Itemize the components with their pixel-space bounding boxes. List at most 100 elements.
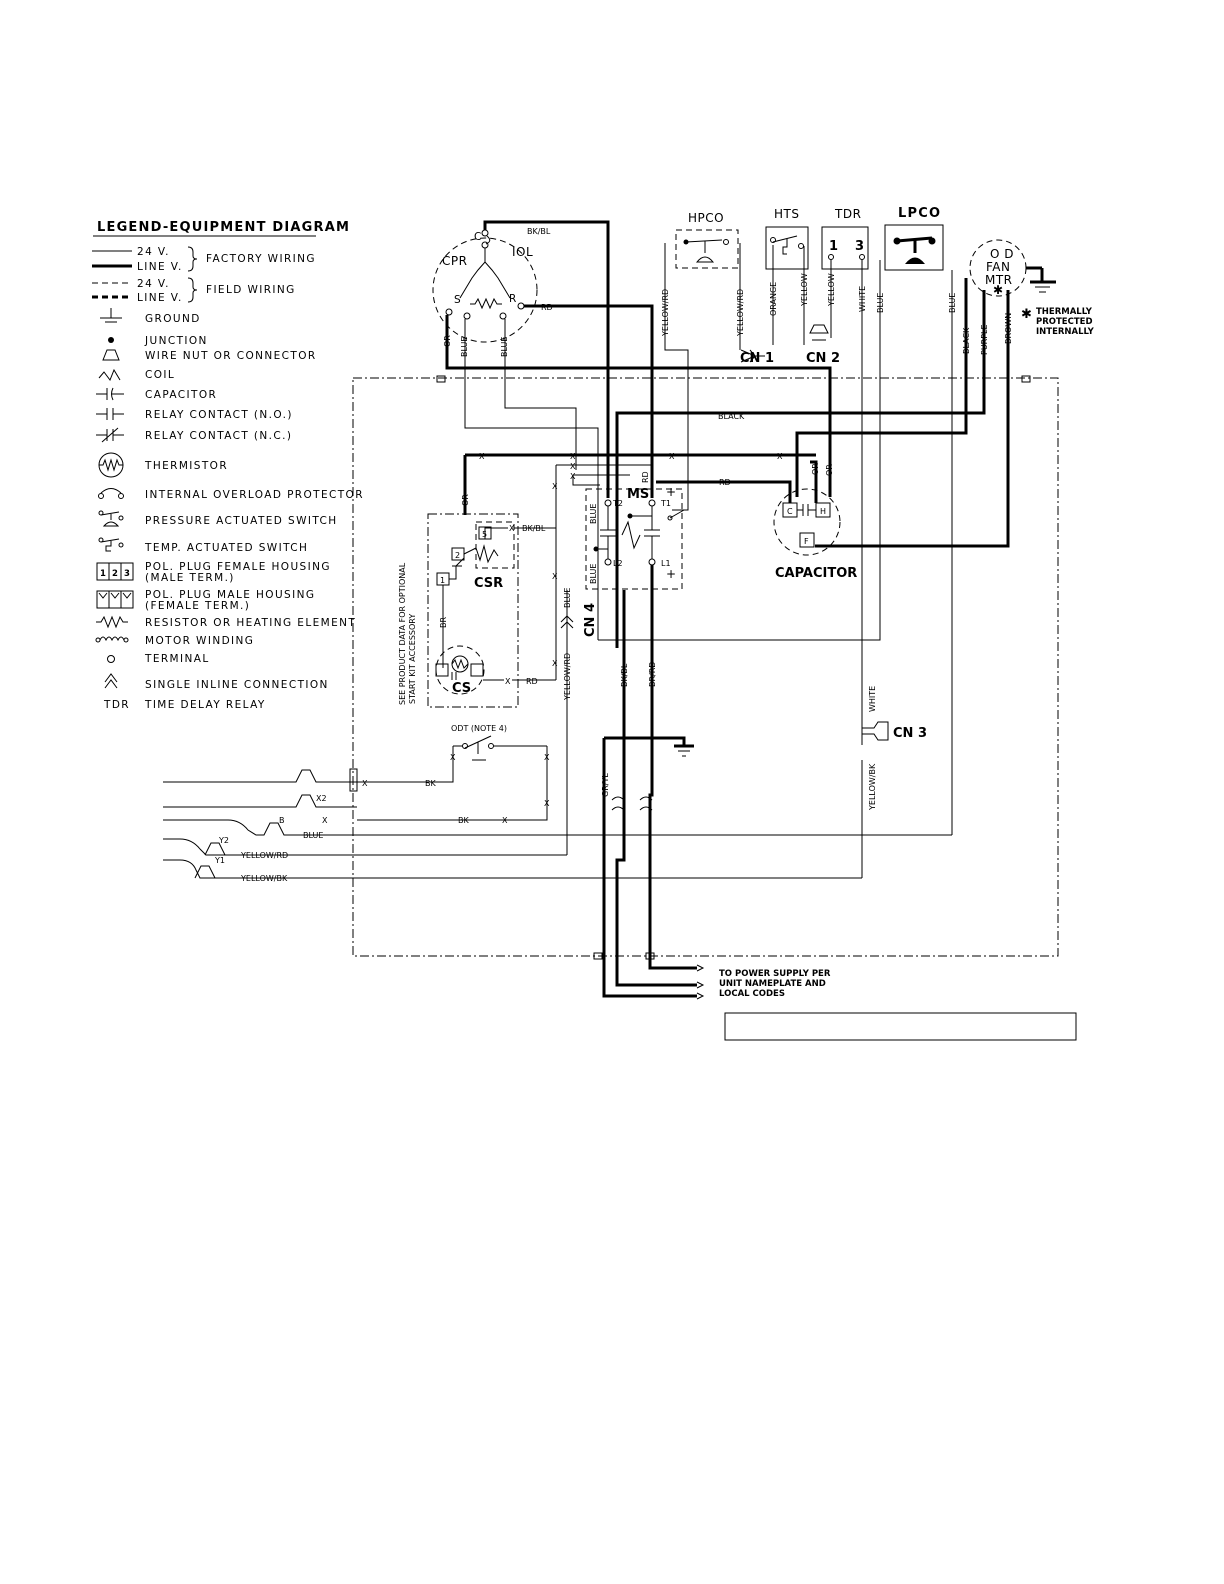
svg-text:1: 1 (100, 569, 106, 579)
panel-entry-left (436, 375, 446, 383)
hts-switch: HTS (765, 207, 809, 270)
cn4-label: CN 4 (583, 603, 598, 637)
wire-label-yellow-2: YELLOW (827, 273, 836, 307)
cpr-terminal-c: C (474, 231, 483, 243)
wire-label-brown: BROWN (1004, 313, 1013, 344)
legend-ground: GROUND (145, 313, 201, 325)
power-note-1: TO POWER SUPPLY PER (719, 969, 831, 979)
legend-factory-line: LINE V. (137, 261, 183, 273)
legend-coil: COIL (145, 369, 175, 381)
legend-thermistor: THERMISTOR (144, 460, 228, 472)
wire-x-10: X (509, 524, 515, 533)
wire-blue-r (504, 319, 577, 470)
wire-blue-s (464, 319, 599, 640)
male-housing-icon (96, 590, 134, 609)
cpr-terminal-r: R (509, 293, 518, 305)
field-wire-b (163, 819, 952, 836)
legend-pressure-switch: PRESSURE ACTUATED SWITCH (145, 515, 338, 527)
tdr-label: TDR (834, 207, 861, 221)
wire-x-1: X (479, 452, 485, 461)
odfan-label-2: FAN (986, 260, 1011, 274)
cn1-label: CN 1 (740, 351, 774, 366)
wire-label-or-2: OR (811, 463, 820, 475)
csr-coil (463, 544, 499, 564)
cn2-connector-icon (809, 324, 829, 341)
odt-label: ODT (NOTE 4) (451, 724, 507, 733)
wire-label-blue-6: BLUE (589, 564, 598, 584)
b-label: B (279, 816, 285, 825)
ms-plus-2: + (666, 567, 677, 581)
csr-label: CSR (474, 576, 503, 591)
legend-terminal: TERMINAL (144, 653, 210, 665)
wire-x-15: X (362, 779, 368, 788)
wire-label-yellow-bk-2: YELLOW/BK (240, 874, 288, 883)
odfan-star: ✱ (993, 283, 1004, 297)
thermal-note-1: THERMALLY (1036, 307, 1093, 317)
overload-icon (98, 488, 124, 499)
iol-label: IOL (512, 245, 533, 259)
power-ground-icon (674, 744, 694, 757)
ms-t2: T2 (612, 499, 623, 508)
field-wire-r (163, 769, 357, 783)
wire-x-13: X (544, 753, 550, 762)
field-wire-y2 (163, 838, 567, 856)
wire-rd-compressor (524, 304, 654, 498)
wire-label-rd-1: RD (541, 303, 553, 312)
wire-yellow-rd-hpco (664, 243, 689, 511)
hpco-label: HPCO (688, 211, 724, 225)
junction-icon (108, 337, 114, 343)
legend-inline-connection: SINGLE INLINE CONNECTION (145, 679, 329, 691)
legend-relay-no: RELAY CONTACT (N.O.) (145, 409, 293, 421)
power-inline-connectors (611, 796, 653, 811)
wire-label-bk-bl-1: BK/BL (527, 227, 551, 236)
power-note-2: UNIT NAMEPLATE AND (719, 979, 826, 989)
legend-factory-brace (187, 246, 198, 272)
field-wire-y1 (163, 859, 862, 879)
thermal-note-3: INTERNALLY (1036, 327, 1095, 337)
wire-br-rd-power (648, 565, 697, 970)
legend-female-housing: POL. PLUG FEMALE HOUSING (145, 561, 331, 573)
legend-field-brace (187, 277, 198, 303)
od-fan-motor: O D FAN MTR ✱ (969, 239, 1027, 297)
legend-resistor: RESISTOR OR HEATING ELEMENT (145, 617, 356, 629)
svg-text:2: 2 (112, 569, 118, 579)
legend-male-housing-2: (FEMALE TERM.) (145, 600, 250, 612)
fan-ground-icon (1026, 266, 1056, 293)
ms-t1: T1 (660, 499, 671, 508)
wire-brown-fan (815, 290, 1010, 548)
wire-label-blue-5: BLUE (589, 504, 598, 524)
wire-x-7: X (552, 482, 558, 491)
wire-x-8: X (552, 572, 558, 581)
wire-x-2: X (570, 452, 576, 461)
start-kit-note-1: SEE PRODUCT DATA FOR OPTIONAL (398, 562, 407, 705)
wire-x-3: X (669, 452, 675, 461)
ms-contactor: MS T2 T1 L2 L1 + + (585, 485, 685, 590)
legend-capacitor: CAPACITOR (145, 389, 217, 401)
wire-nut-icon (102, 349, 120, 361)
wires-upper: BK/BL RD OR BLUE BLUE YELLOW/RD YELLOW/R… (443, 220, 1013, 835)
wire-x-4: X (777, 452, 783, 461)
inline-connection-icon (104, 673, 118, 689)
start-kit: CSR 2 5 1 X BK/BL BR CS X RD (427, 513, 556, 708)
run-capacitor: C H F CAPACITOR (773, 488, 857, 581)
cs-label: CS (452, 681, 471, 696)
capacitor-terminal-f: F (804, 537, 809, 546)
wire-label-blue-8: BLUE (303, 831, 323, 840)
start-kit-note-2: START KIT ACCESSORY (408, 614, 417, 704)
wire-label-or-4: OR (461, 494, 470, 506)
wire-label-blue-1: BLUE (460, 337, 469, 357)
capacitor-label: CAPACITOR (775, 566, 857, 581)
wire-rd-capacitor (656, 480, 792, 503)
wire-x-12: X (450, 753, 456, 762)
hpco-switch: HPCO (675, 211, 739, 269)
cpr-terminal-s: S (454, 294, 462, 306)
legend-relay-nc: RELAY CONTACT (N.C.) (145, 430, 292, 442)
legend-motor-winding: MOTOR WINDING (145, 635, 254, 647)
wire-x-14: X (544, 799, 550, 808)
wire-label-bk-2: BK (458, 816, 469, 825)
wire-x-9: X (552, 659, 558, 668)
wire-bk-bl-compressor (483, 220, 610, 498)
panel-entry-right (1021, 375, 1031, 383)
legend-male-housing: POL. PLUG MALE HOUSING (145, 589, 315, 601)
legend-field-wiring: FIELD WIRING (206, 284, 296, 296)
